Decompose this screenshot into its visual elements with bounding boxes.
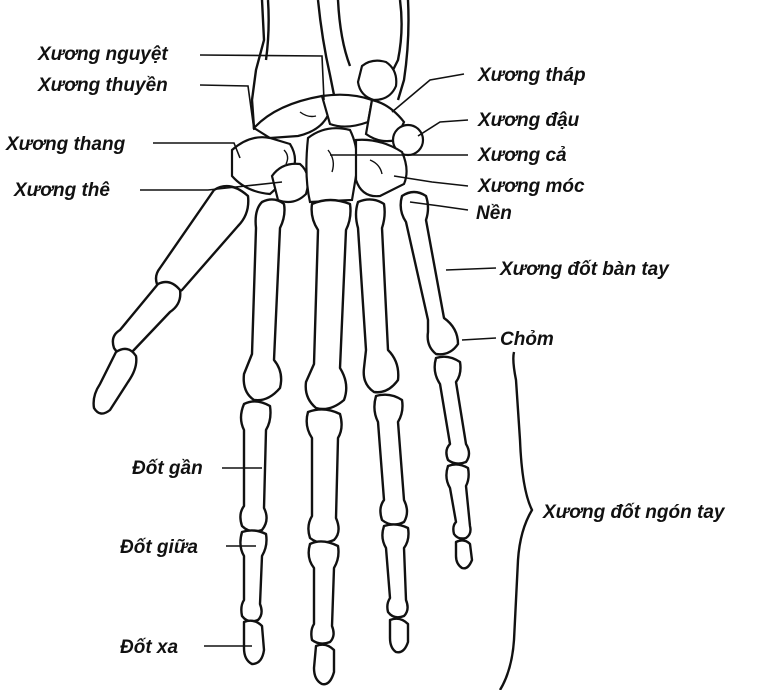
index-finger-bones [240,199,284,664]
ulna-head [358,61,396,100]
ring-finger-bones [356,199,409,652]
middle-metacarpal [306,200,351,409]
label-scaphoid: Xương thuyền [37,75,168,96]
label-trapezium: Xương thang [5,134,126,155]
lunate-bone [322,95,372,127]
little-metacarpal [401,192,458,354]
middle-finger-bones [306,200,351,684]
label-phalanges: Xương đốt ngón tay [542,502,726,523]
label-triquetrum: Xương tháp [477,65,586,86]
ring-proximal-phalanx [374,395,407,525]
middle-middle-phalanx [309,541,339,643]
label-metacarpal: Xương đốt bàn tay [499,259,670,280]
thumb-bones [94,186,249,413]
little-proximal-phalanx [435,357,469,464]
phalanges-bracket [500,352,532,690]
ring-distal-phalanx [390,619,408,653]
label-lunate: Xương nguyệt [37,44,168,65]
ring-metacarpal [356,199,398,392]
little-distal-phalanx [456,540,472,568]
label-hamate: Xương móc [477,176,585,197]
label-pisiform: Xương đậu [477,110,580,131]
label-head: Chỏm [500,329,554,350]
label-capitate: Xương cả [477,145,567,166]
capitate-bone [306,128,357,202]
little-finger-bones [401,192,472,568]
ring-middle-phalanx [382,524,408,617]
index-metacarpal [244,199,285,400]
label-trapezoid: Xương thê [13,180,110,201]
thumb-proximal-phalanx [113,282,180,354]
thumb-metacarpal [156,186,248,294]
little-middle-phalanx [446,464,470,538]
label-distal-phalanx: Đốt xa [120,637,179,658]
label-proximal-phalanx: Đốt gần [132,458,203,479]
label-base: Nền [476,203,512,224]
thumb-distal-phalanx [94,349,137,414]
index-proximal-phalanx [240,401,270,531]
index-distal-phalanx [244,621,264,664]
middle-proximal-phalanx [307,409,342,542]
middle-distal-phalanx [314,645,334,685]
label-middle-phalanx: Đốt giữa [120,537,198,558]
index-middle-phalanx [240,530,266,621]
